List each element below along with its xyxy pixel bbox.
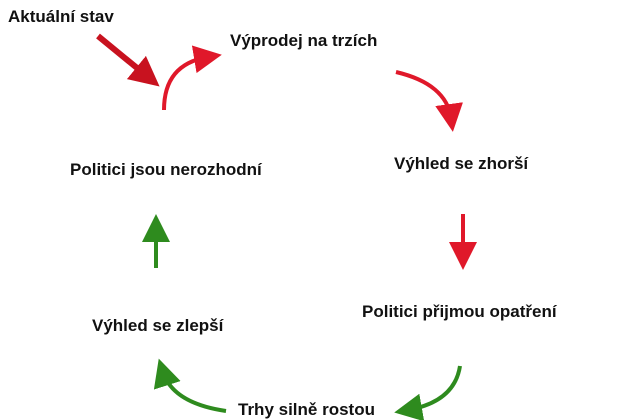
stage-politicians-act-label: Politici přijmou opatření <box>362 302 557 321</box>
start-arrow <box>96 33 160 87</box>
arrow-rise-to-better <box>153 358 227 413</box>
arrow-measures-to-rise <box>394 365 462 420</box>
stage-selloff-label: Výprodej na trzích <box>230 31 378 50</box>
arrow-selloff-to-worse <box>395 70 463 132</box>
stage-politicians-undecided-label: Politici jsou nerozhodní <box>70 160 262 179</box>
stage-outlook-worsens-label: Výhled se zhorší <box>394 154 529 173</box>
stage-markets-rise-label: Trhy silně rostou <box>238 400 375 419</box>
arrow-to-selloff <box>162 45 222 111</box>
stage-outlook-improves-label: Výhled se zlepší <box>92 316 224 335</box>
current-state-label: Aktuální stav <box>8 7 114 26</box>
